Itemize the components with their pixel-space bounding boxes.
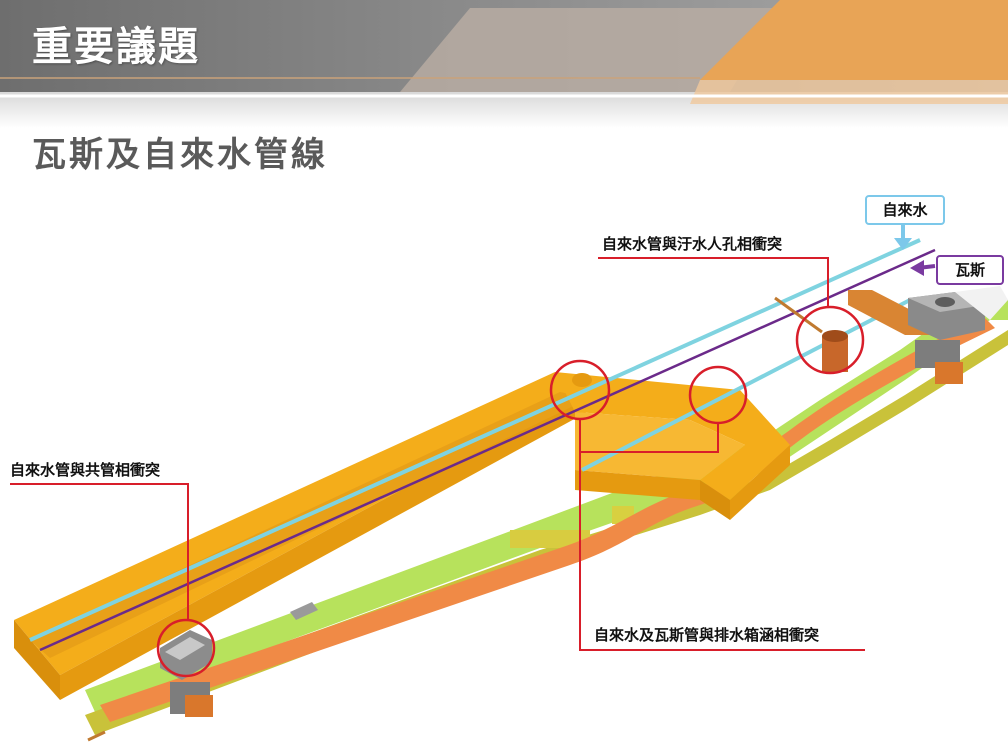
pipes-in-trench bbox=[29, 238, 936, 652]
conflict-circle-manhole[interactable] bbox=[795, 305, 865, 375]
gas-pipe-tag-label: 瓦斯 bbox=[954, 261, 985, 279]
header-band bbox=[0, 0, 1008, 128]
common-duct-vault bbox=[87, 602, 318, 742]
callout-common-duct-conflict: 自來水管與共管相衝突 bbox=[6, 457, 165, 483]
water-pipe-tag: 自來水 bbox=[865, 195, 945, 225]
gas-pipe-tag: 瓦斯 bbox=[936, 255, 1004, 285]
page-title: 重要議題 bbox=[32, 24, 200, 70]
callout-manhole-conflict: 自來水管與汙水人孔相衝突 bbox=[598, 231, 787, 257]
conflict-circle-common-duct[interactable] bbox=[156, 618, 216, 678]
section-subtitle: 瓦斯及自來水管線 bbox=[32, 135, 328, 175]
leader-lines bbox=[10, 257, 865, 651]
tag-arrows bbox=[894, 224, 936, 276]
sewer-manhole bbox=[774, 286, 1008, 384]
drainage-box-culvert bbox=[100, 318, 995, 722]
trench-knob bbox=[572, 373, 592, 387]
callout-box-culvert-conflict: 自來水及瓦斯管與排水箱涵相衝突 bbox=[590, 622, 824, 648]
water-pipe-tag-label: 自來水 bbox=[882, 201, 928, 219]
